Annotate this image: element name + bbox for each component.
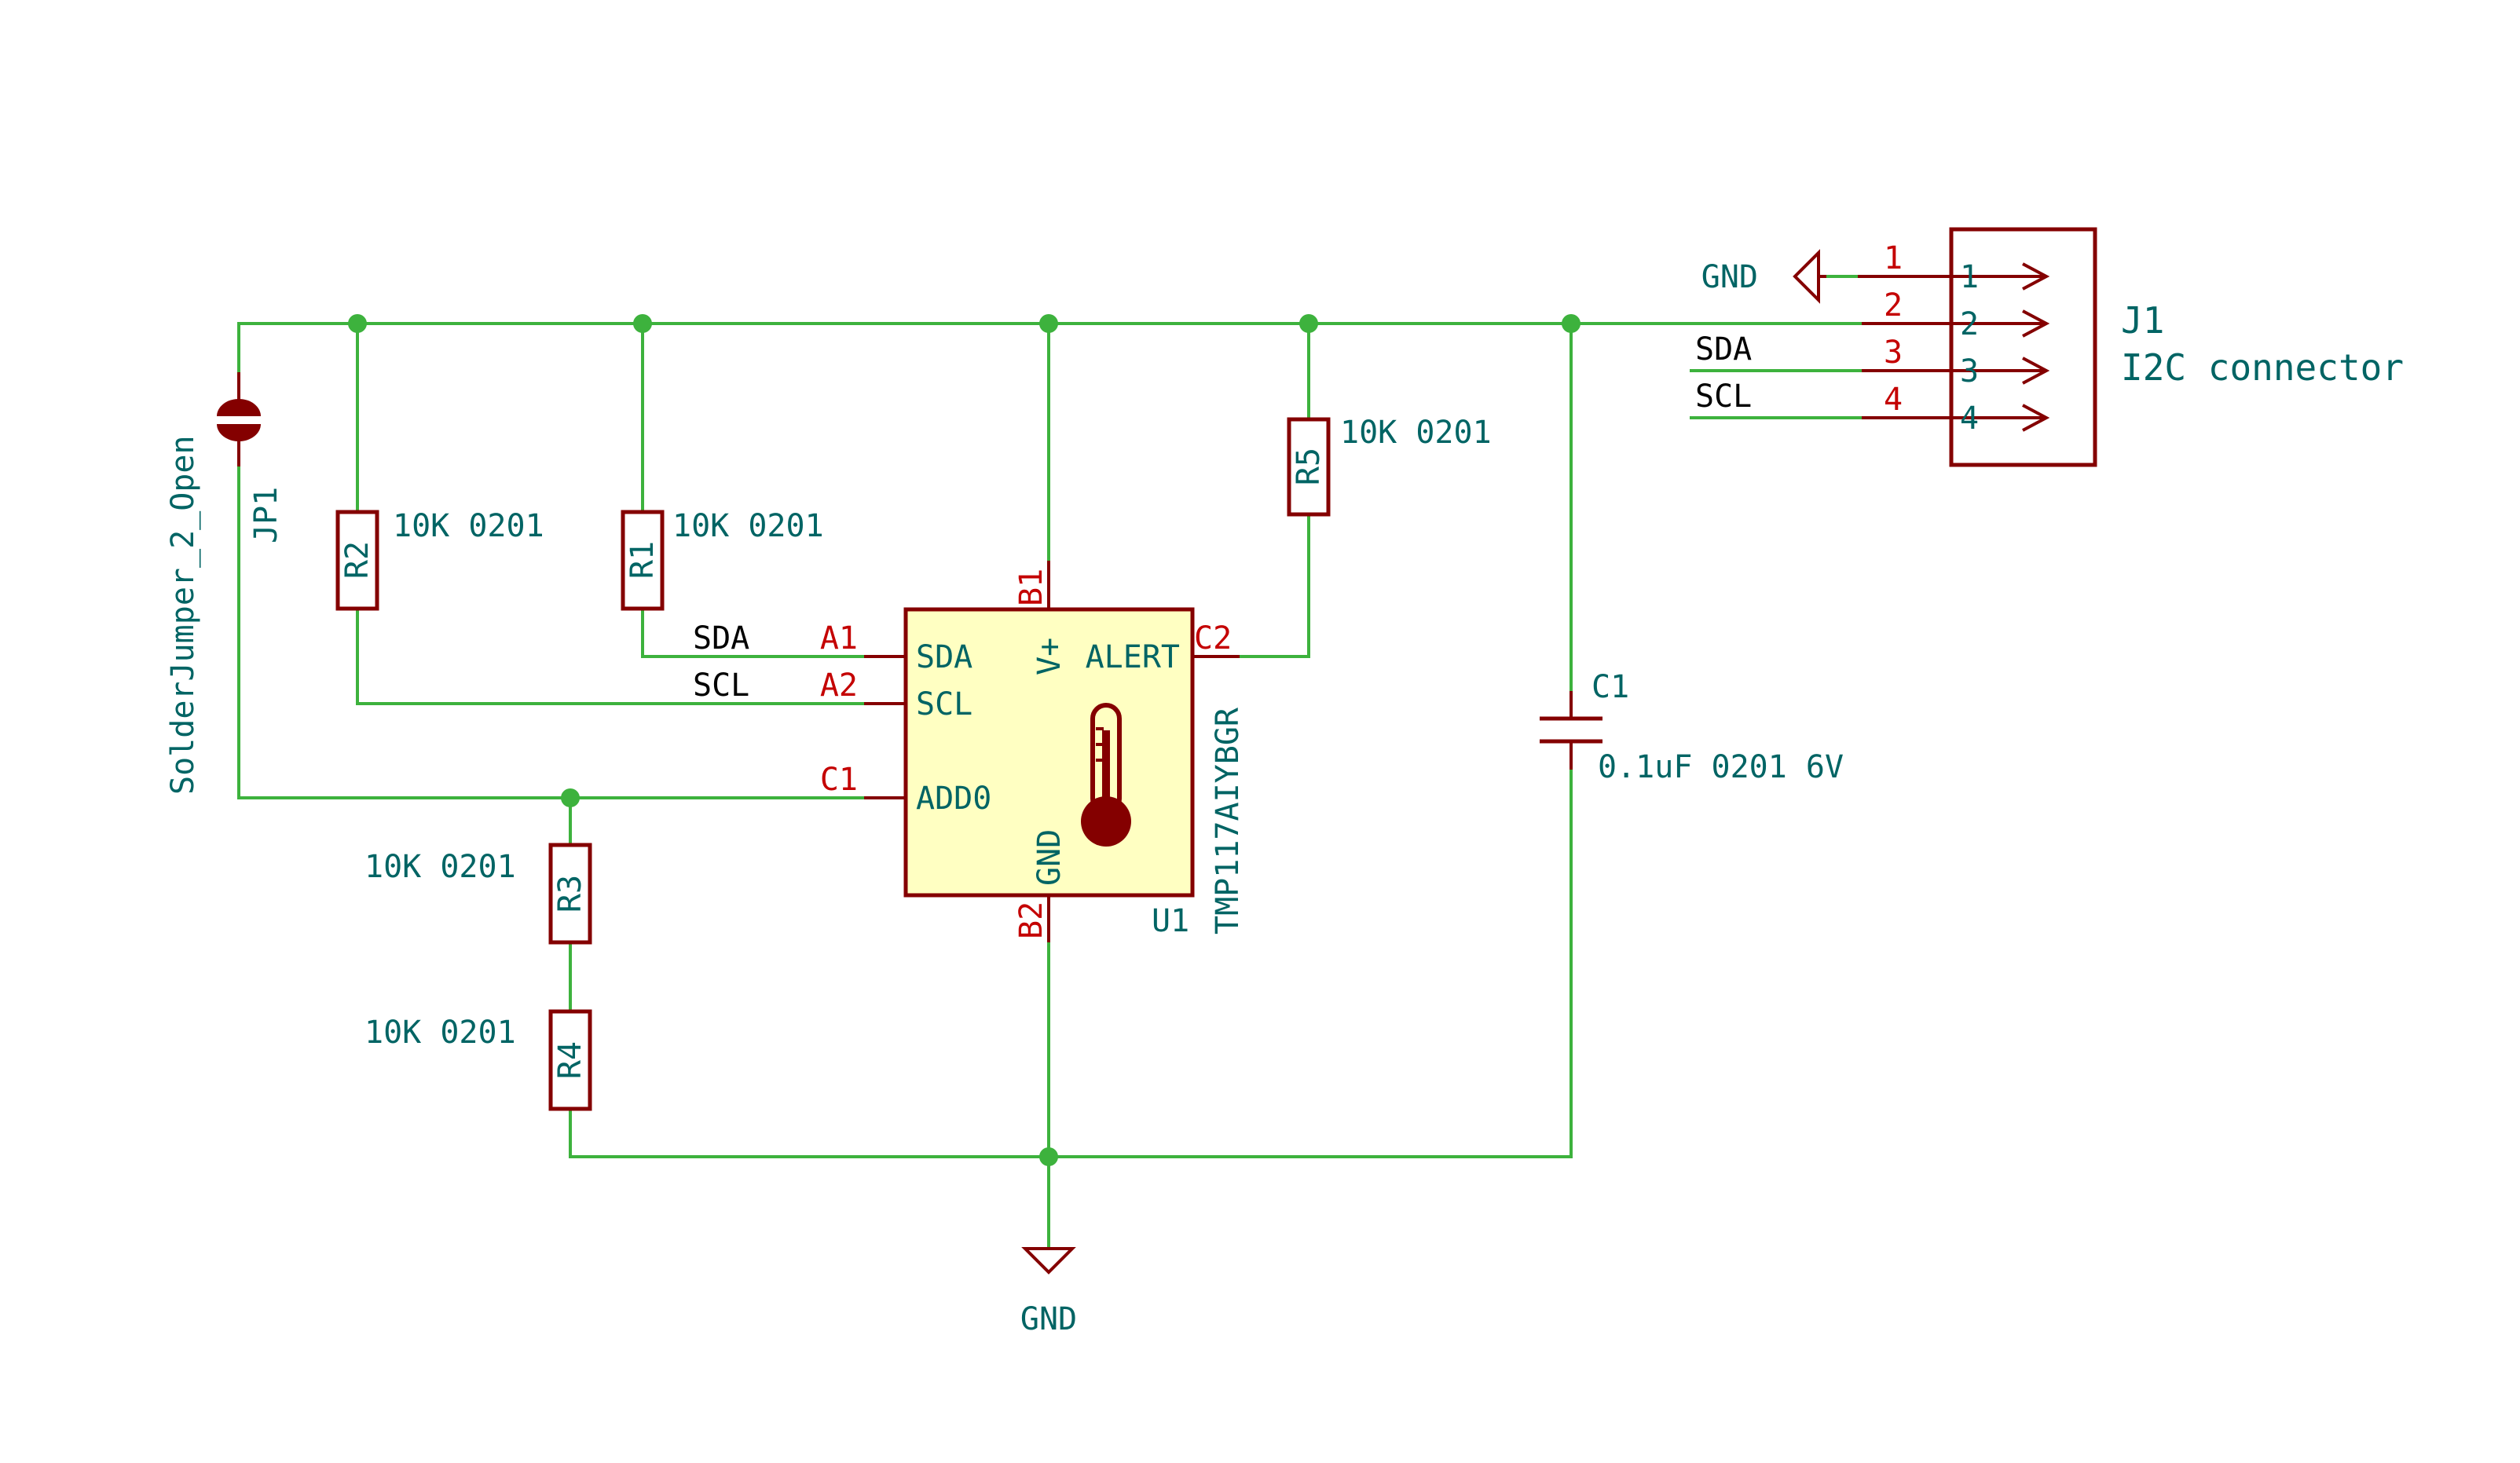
alert-net-wire bbox=[1238, 513, 1310, 658]
scl-net-wire bbox=[356, 607, 866, 705]
r1-resistor[interactable]: R1 10K 0201 bbox=[621, 508, 824, 611]
r3-resistor[interactable]: R3 10K 0201 bbox=[364, 843, 592, 945]
j1-connector[interactable]: 1 2 3 4 1 2 3 4 J1 I2C connector bbox=[1858, 227, 2404, 467]
r4-ref: R4 bbox=[552, 1041, 588, 1079]
jp1-solder-jumper[interactable]: SolderJumper_2_Open JP1 bbox=[165, 372, 284, 795]
jp1-pad-top bbox=[217, 399, 261, 416]
j1-pin-3 bbox=[1862, 357, 2050, 385]
r3-ref: R3 bbox=[552, 875, 588, 913]
r5-body bbox=[1287, 417, 1331, 517]
u1-pin-c2-number: C2 bbox=[1194, 620, 1232, 657]
r5-ref: R5 bbox=[1291, 448, 1327, 485]
r2-ref: R2 bbox=[339, 541, 375, 579]
r1-value: 10K 0201 bbox=[672, 508, 824, 544]
jp1-value: SolderJumper_2_Open bbox=[165, 435, 201, 795]
j1-ref: J1 bbox=[2121, 299, 2164, 342]
gnd-power-symbol[interactable]: GND bbox=[1020, 1247, 1077, 1337]
jp1-ref: JP1 bbox=[248, 487, 284, 543]
u1-pin-c2-name: ALERT bbox=[1086, 639, 1180, 675]
junction bbox=[1299, 314, 1318, 333]
u1-pin-a2-name: SCL bbox=[916, 686, 972, 722]
junction bbox=[1562, 314, 1580, 333]
j1-value: I2C connector bbox=[2121, 346, 2404, 389]
thermometer-icon bbox=[1081, 703, 1131, 847]
junction bbox=[1039, 314, 1058, 333]
add0-net-wire bbox=[237, 465, 866, 799]
r1-body bbox=[621, 510, 665, 611]
r5-resistor[interactable]: R5 10K 0201 bbox=[1287, 415, 1492, 517]
r2-body bbox=[335, 510, 379, 611]
r1-ref: R1 bbox=[625, 541, 661, 579]
r4-resistor[interactable]: R4 10K 0201 bbox=[364, 1009, 592, 1111]
net-label-sda: SDA bbox=[693, 620, 749, 657]
gnd-bus-wire bbox=[569, 1107, 1573, 1158]
c1-value: 0.1uF 0201 6V bbox=[1598, 749, 1844, 785]
junction bbox=[1039, 1147, 1058, 1166]
junction bbox=[561, 788, 580, 807]
u1-pin-b1-number: B1 bbox=[1013, 569, 1049, 606]
j1-pin-4-number: 4 bbox=[1884, 382, 1903, 418]
r2-resistor[interactable]: R2 10K 0201 bbox=[335, 508, 544, 611]
u1-pin-b1-name: V+ bbox=[1031, 638, 1068, 675]
r4-value: 10K 0201 bbox=[364, 1015, 516, 1051]
j1-pin-2 bbox=[1862, 309, 2050, 338]
u1-body bbox=[903, 607, 1195, 898]
gnd-connector-symbol[interactable]: GND bbox=[1701, 249, 1826, 304]
u1-pin-c1-number: C1 bbox=[820, 762, 858, 798]
gnd-label: GND bbox=[1020, 1301, 1077, 1337]
j1-pin-4 bbox=[1862, 404, 2050, 432]
junction bbox=[348, 314, 367, 333]
net-label-scl: SCL bbox=[693, 667, 749, 704]
jp1-pad-bottom bbox=[217, 424, 261, 441]
u1-pin-b2-name: GND bbox=[1031, 829, 1068, 886]
r2-value: 10K 0201 bbox=[393, 508, 544, 544]
gnd-triangle bbox=[1021, 1247, 1076, 1275]
j1-pin-1-name: 1 bbox=[1960, 259, 1979, 295]
u1-pin-c1-name: ADD0 bbox=[916, 781, 991, 817]
u1-value: TMP117AIYBGR bbox=[1210, 707, 1246, 934]
u1-pin-b2-number: B2 bbox=[1013, 902, 1049, 939]
sda-net-wire bbox=[641, 607, 866, 658]
u1-ref: U1 bbox=[1152, 903, 1189, 939]
j1-pin-2-number: 2 bbox=[1884, 287, 1903, 324]
j1-pin-1 bbox=[1858, 262, 2050, 291]
j1-pin-4-name: 4 bbox=[1960, 400, 1979, 437]
c1-capacitor[interactable]: C1 0.1uF 0201 6V bbox=[1540, 669, 1844, 785]
net-label-scl-connector: SCL bbox=[1695, 379, 1752, 415]
j1-pin-2-name: 2 bbox=[1960, 306, 1979, 342]
r5-value: 10K 0201 bbox=[1340, 415, 1492, 451]
gnd-connector-label: GND bbox=[1701, 259, 1758, 295]
u1-tmp117[interactable]: A1 A2 C1 C2 B1 B2 SDA SCL ADD0 ALERT V+ … bbox=[820, 561, 1246, 942]
r3-value: 10K 0201 bbox=[364, 849, 516, 885]
u1-pin-a2-number: A2 bbox=[820, 667, 858, 704]
r4-body bbox=[548, 1009, 592, 1111]
u1-pin-a1-number: A1 bbox=[820, 620, 858, 657]
j1-body bbox=[1949, 227, 2097, 467]
c1-ref: C1 bbox=[1591, 669, 1629, 705]
gnd-connector-triangle bbox=[1793, 249, 1820, 304]
wires bbox=[237, 275, 1863, 1250]
junction bbox=[633, 314, 652, 333]
net-label-sda-connector: SDA bbox=[1695, 331, 1752, 368]
j1-pin-3-name: 3 bbox=[1960, 353, 1979, 390]
u1-pin-a1-name: SDA bbox=[916, 639, 972, 675]
junctions bbox=[348, 314, 1580, 1166]
j1-pin-3-number: 3 bbox=[1884, 335, 1903, 371]
j1-pin-1-number: 1 bbox=[1884, 240, 1903, 276]
r3-body bbox=[548, 843, 592, 945]
